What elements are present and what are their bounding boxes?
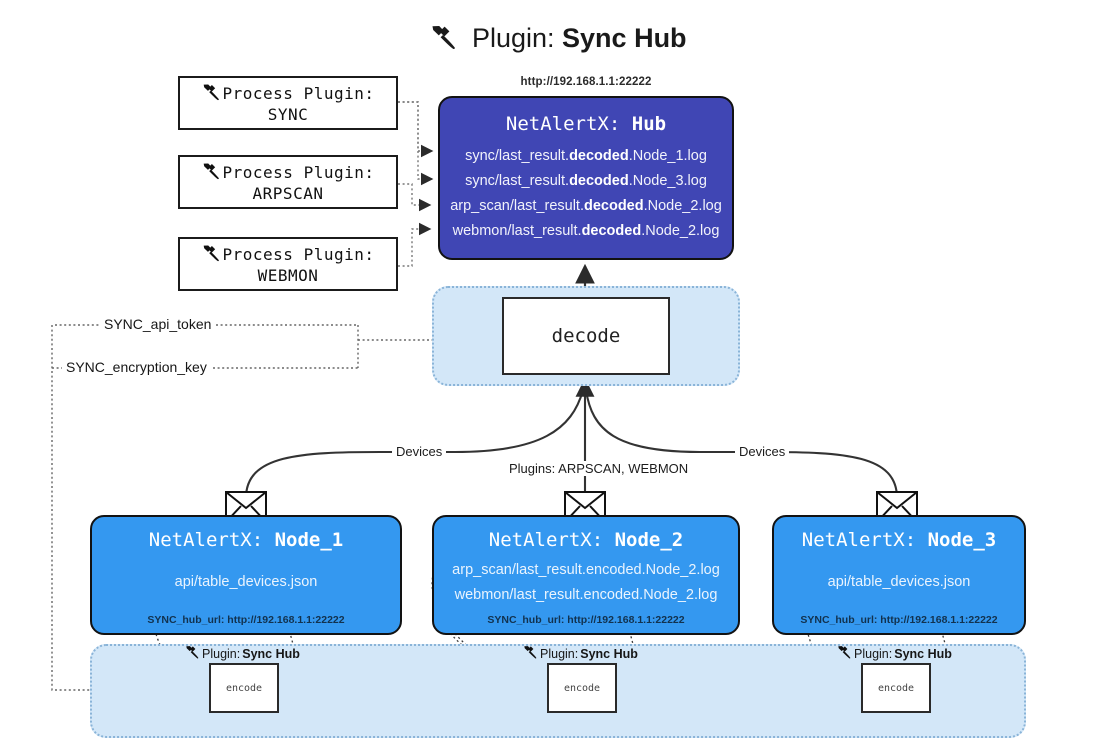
node-lines: api/table_devices.json [828, 551, 971, 614]
page-title-prefix: Plugin: [471, 23, 555, 53]
node-footer: SYNC_hub_url: http://192.168.1.1:22222 [800, 614, 998, 626]
plug-icon [523, 645, 538, 662]
hub-log-pre: sync/last_result. [465, 173, 570, 189]
node-title: NetAlertX: Node_1 [149, 529, 343, 551]
hub-log-post: .Node_3.log [628, 173, 707, 189]
encode-caption-prefix: Plugin: [202, 646, 241, 661]
hub-title: NetAlertX: Hub [506, 113, 666, 135]
edge-label-plugins-center: Plugins: ARPSCAN, WEBMON [505, 461, 693, 476]
node-lines: api/table_devices.json [175, 551, 318, 614]
encode-box[interactable]: encode [861, 663, 931, 713]
page-title-name: Sync Hub [562, 23, 687, 53]
encode-box[interactable]: encode [209, 663, 279, 713]
process-plugin-box-sync[interactable]: Process Plugin: SYNC [178, 76, 398, 130]
encode-caption: Plugin: Sync Hub [837, 645, 952, 662]
process-plugin-title: Process Plugin: [222, 163, 375, 182]
hub-title-name: Hub [631, 113, 667, 135]
secret-label-api-token: SYNC_api_token [100, 316, 216, 332]
encode-caption-prefix: Plugin: [854, 646, 893, 661]
node-footer: SYNC_hub_url: http://192.168.1.1:22222 [147, 614, 345, 626]
hub-log-line: arp_scan/last_result.decoded.Node_2.log [450, 194, 722, 219]
decode-box[interactable]: decode [502, 297, 670, 375]
encode-caption-name: Sync Hub [580, 646, 638, 661]
page-title: Plugin: Sync Hub [0, 16, 1117, 63]
node-box-node-2[interactable]: NetAlertX: Node_2 arp_scan/last_result.e… [432, 515, 740, 635]
plug-icon [185, 645, 200, 662]
hub-title-prefix: NetAlertX: [505, 113, 621, 135]
hub-log-mid: decoded [581, 223, 642, 239]
encode-caption: Plugin: Sync Hub [523, 645, 638, 662]
hub-log-post: .Node_2.log [643, 198, 722, 214]
hub-log-pre: webmon/last_result. [452, 223, 582, 239]
hub-log-pre: arp_scan/last_result. [450, 198, 584, 214]
node-title-prefix: NetAlertX: [148, 529, 264, 551]
hub-log-mid: decoded [583, 198, 644, 214]
node-title: NetAlertX: Node_3 [802, 529, 996, 551]
node-line: arp_scan/last_result.encoded.Node_2.log [452, 561, 720, 578]
plug-icon [202, 83, 221, 105]
node-line: api/table_devices.json [827, 574, 971, 590]
node-footer: SYNC_hub_url: http://192.168.1.1:22222 [487, 614, 685, 626]
node-title-name: Node_2 [614, 529, 684, 551]
node-box-node-1[interactable]: NetAlertX: Node_1 api/table_devices.json… [90, 515, 402, 635]
hub-log-line: sync/last_result.decoded.Node_1.log [465, 144, 707, 169]
edge-label-devices-right: Devices [735, 444, 790, 459]
process-plugin-name: SYNC [267, 104, 309, 124]
node-title-name: Node_1 [274, 529, 344, 551]
hub-url-label: http://192.168.1.1:22222 [520, 76, 652, 88]
plug-icon [202, 162, 221, 184]
node-box-node-3[interactable]: NetAlertX: Node_3 api/table_devices.json… [772, 515, 1026, 635]
node-lines: arp_scan/last_result.encoded.Node_2.log … [452, 551, 720, 614]
secret-label-encryption-key: SYNC_encryption_key [62, 359, 211, 375]
encode-caption-name: Sync Hub [894, 646, 952, 661]
hub-log-line: sync/last_result.decoded.Node_3.log [465, 169, 707, 194]
node-title-name: Node_3 [927, 529, 997, 551]
plug-icon [202, 244, 221, 266]
process-plugin-title: Process Plugin: [222, 245, 375, 264]
hub-log-mid: decoded [569, 148, 629, 164]
process-plugin-name: WEBMON [257, 265, 319, 285]
node-line: webmon/last_result.encoded.Node_2.log [454, 586, 718, 603]
process-plugin-title: Process Plugin: [222, 84, 375, 103]
plug-icon [430, 19, 458, 63]
node-line: api/table_devices.json [174, 574, 318, 590]
encode-caption-prefix: Plugin: [540, 646, 579, 661]
process-plugin-box-arpscan[interactable]: Process Plugin: ARPSCAN [178, 155, 398, 209]
process-plugin-name: ARPSCAN [252, 183, 324, 203]
plug-icon [837, 645, 852, 662]
node-title-prefix: NetAlertX: [801, 529, 917, 551]
hub-log-pre: sync/last_result. [465, 148, 570, 164]
encode-box[interactable]: encode [547, 663, 617, 713]
hub-log-post: .Node_2.log [641, 223, 720, 239]
hub-node[interactable]: NetAlertX: Hub sync/last_result.decoded.… [438, 96, 734, 260]
hub-log-post: .Node_1.log [628, 148, 707, 164]
hub-log-mid: decoded [569, 173, 629, 189]
encode-caption-name: Sync Hub [242, 646, 300, 661]
hub-log-line: webmon/last_result.decoded.Node_2.log [453, 219, 720, 244]
encode-caption: Plugin: Sync Hub [185, 645, 300, 662]
node-title: NetAlertX: Node_2 [489, 529, 683, 551]
process-plugin-box-webmon[interactable]: Process Plugin: WEBMON [178, 237, 398, 291]
node-title-prefix: NetAlertX: [488, 529, 604, 551]
edge-label-devices-left: Devices [392, 444, 447, 459]
